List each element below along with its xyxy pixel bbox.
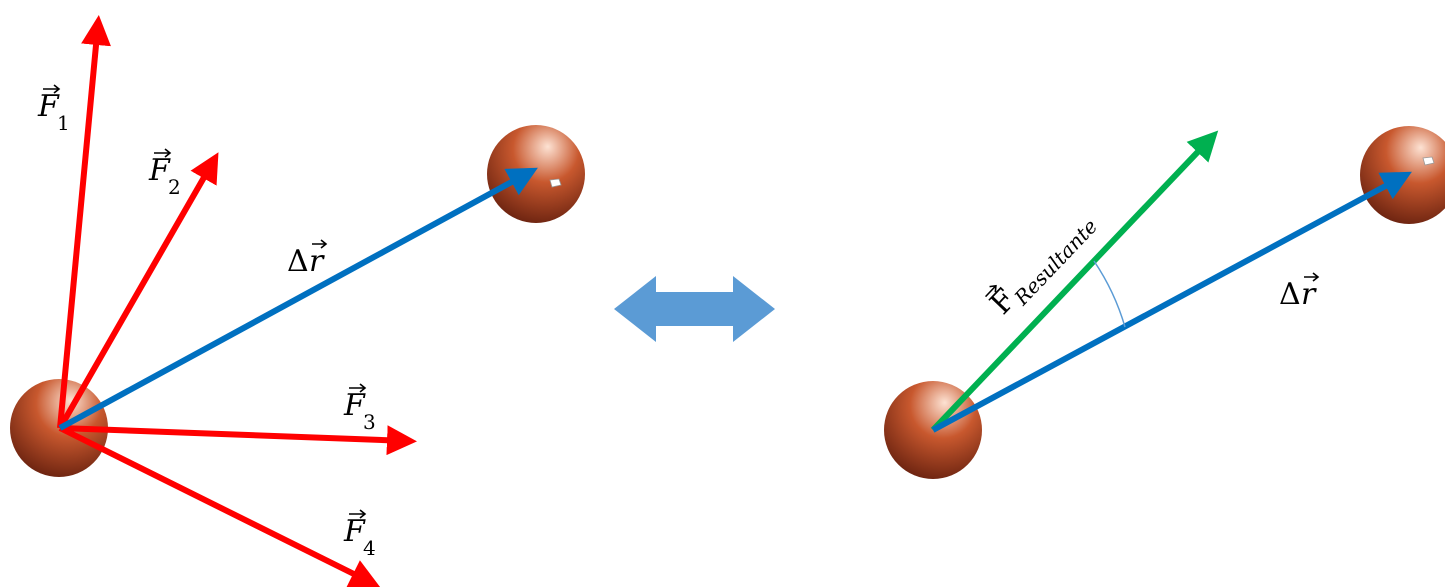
displacement-label-right: Δ r bbox=[1279, 273, 1318, 312]
resultant-label: F Resultante bbox=[981, 201, 1102, 325]
force-subscript: 3 bbox=[363, 410, 376, 434]
force-label-2: F 2 bbox=[148, 149, 181, 199]
force-subscript: 1 bbox=[57, 111, 70, 135]
delta-symbol: Δ bbox=[1279, 277, 1301, 312]
delta-symbol: Δ bbox=[287, 244, 309, 279]
displacement-label-left: Δ r bbox=[287, 240, 326, 279]
force-label-3: F 3 bbox=[343, 384, 376, 434]
sphere-icon bbox=[487, 125, 585, 223]
force-vector-3 bbox=[60, 428, 408, 441]
force-vector-4 bbox=[60, 428, 372, 583]
position-symbol: r bbox=[1301, 277, 1317, 312]
position-symbol: r bbox=[309, 244, 325, 279]
double-headed-arrow-icon bbox=[614, 276, 775, 342]
sphere-end-left bbox=[487, 125, 585, 223]
force-subscript: 4 bbox=[363, 536, 376, 560]
resultant-force-vector bbox=[933, 137, 1212, 430]
force-label-4: F 4 bbox=[343, 510, 376, 560]
right-panel: F Resultante Δ r bbox=[884, 126, 1445, 479]
left-panel: F 1 F 2 F 3 F 4 Δ r bbox=[10, 24, 585, 583]
force-label-1: F 1 bbox=[37, 85, 70, 135]
resultant-subscript: Resultante bbox=[1009, 214, 1102, 310]
force-subscript: 2 bbox=[168, 175, 181, 199]
angle-arc bbox=[1094, 261, 1125, 327]
